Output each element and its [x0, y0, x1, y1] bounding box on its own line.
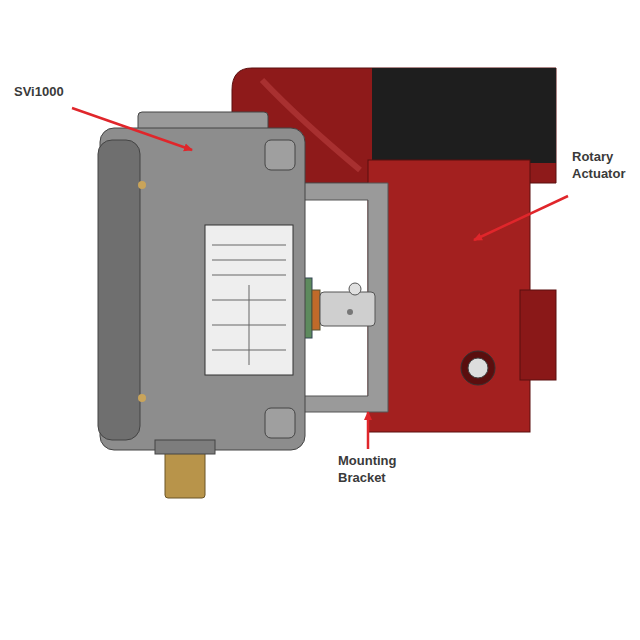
callout-label: SVi1000	[12, 82, 102, 102]
mounting-bracket	[298, 183, 388, 412]
callout-text: SVi1000	[12, 83, 66, 102]
shaft-coupling	[298, 278, 375, 338]
positioner-housing	[98, 112, 305, 498]
callout-label: Mounting Bracket	[336, 452, 412, 488]
callout-label: Rotary Actuator	[570, 148, 634, 184]
callout-text: Mounting Bracket	[336, 452, 412, 488]
leader-arrow	[474, 196, 568, 240]
callout-text: Rotary Actuator	[570, 148, 634, 184]
leader-arrow	[367, 412, 370, 449]
leader-arrows	[72, 108, 568, 449]
leader-arrow	[72, 108, 192, 150]
